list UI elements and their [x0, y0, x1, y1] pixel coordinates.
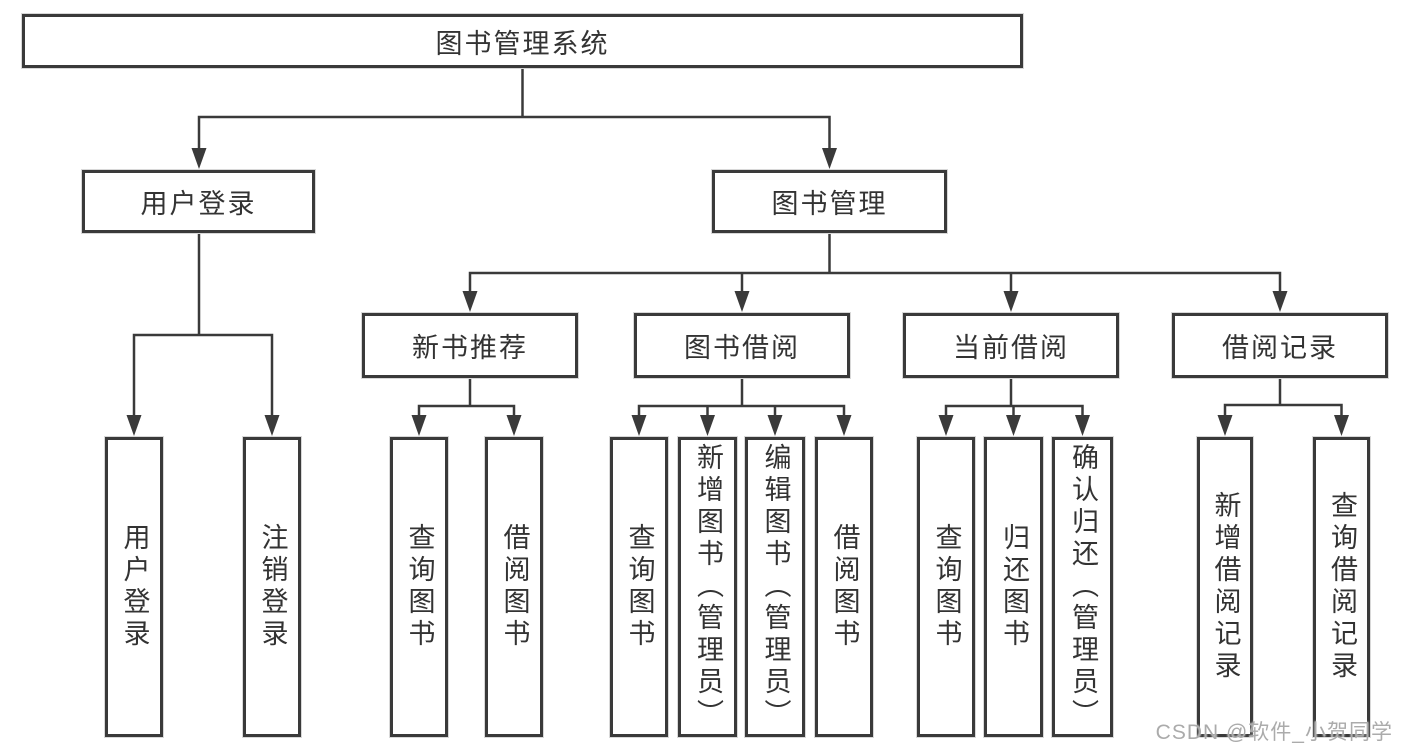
node-label: 用户登录 [119, 523, 150, 651]
leaf-edit-books-admin: 编辑图书（管理员） [745, 437, 805, 737]
node-label: 用户登录 [140, 189, 257, 219]
node-label: 借阅图书 [829, 523, 860, 651]
node-label: 图书借阅 [684, 333, 800, 363]
node-label: 注销登录 [257, 523, 288, 651]
node-label: 查询借阅记录 [1327, 491, 1357, 683]
node-user-login: 用户登录 [82, 170, 315, 233]
leaf-query-books-recommend: 查询图书 [390, 437, 448, 737]
leaf-confirm-return-admin: 确认归还（管理员） [1052, 437, 1113, 737]
leaf-query-books-current: 查询图书 [917, 437, 975, 737]
leaf-borrow-books: 借阅图书 [815, 437, 873, 737]
node-label: 新增借阅记录 [1210, 491, 1241, 683]
node-label: 新书推荐 [412, 333, 528, 363]
node-label: 图书管理 [771, 189, 888, 219]
node-label: 借阅记录 [1222, 333, 1338, 363]
node-label: 当前借阅 [953, 333, 1069, 363]
node-borrowing-records: 借阅记录 [1172, 313, 1388, 378]
leaf-user-login: 用户登录 [105, 437, 163, 737]
csdn-watermark: CSDN @软件_小贺同学 [1155, 721, 1393, 744]
node-label: 图书管理系统 [435, 28, 610, 59]
node-label: 查询图书 [404, 523, 435, 651]
node-label: 查询图书 [931, 523, 962, 651]
node-book-management: 图书管理 [712, 170, 947, 233]
leaf-logout: 注销登录 [243, 437, 301, 737]
node-library-management-system: 图书管理系统 [22, 14, 1023, 68]
node-label: 借阅图书 [499, 523, 530, 651]
node-label: 新增图书（管理员） [693, 443, 723, 731]
node-label: 归还图书 [999, 523, 1029, 651]
node-label: 编辑图书（管理员） [760, 443, 791, 731]
node-label: 查询图书 [624, 523, 655, 651]
leaf-query-books-borrowing: 查询图书 [610, 437, 668, 737]
leaf-borrow-books-recommend: 借阅图书 [485, 437, 543, 737]
leaf-add-books-admin: 新增图书（管理员） [678, 437, 737, 737]
leaf-query-borrow-record: 查询借阅记录 [1313, 437, 1370, 737]
node-current-borrowing: 当前借阅 [903, 313, 1119, 378]
leaf-return-books: 归还图书 [984, 437, 1043, 737]
leaf-add-borrow-record: 新增借阅记录 [1197, 437, 1253, 737]
node-new-book-recommendation: 新书推荐 [362, 313, 578, 378]
node-label: 确认归还（管理员） [1068, 443, 1098, 731]
node-book-borrowing: 图书借阅 [634, 313, 850, 378]
